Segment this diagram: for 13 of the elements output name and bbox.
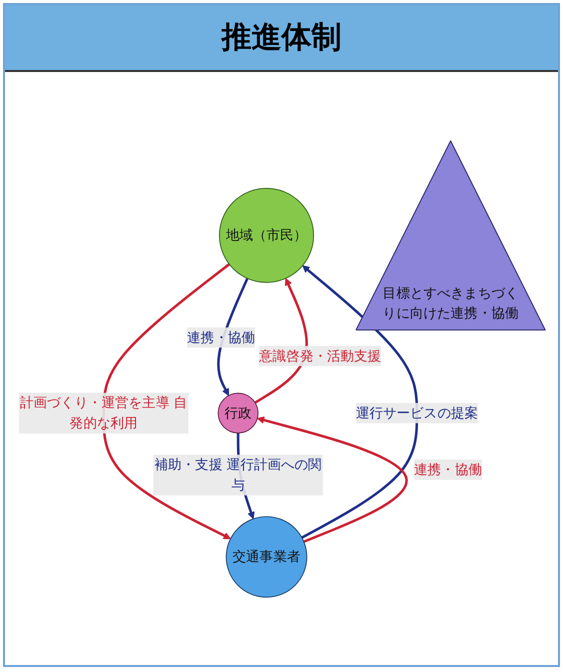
arrow bbox=[300, 264, 418, 538]
edge-label: 計画づくり・運営を主導 自発的な利用 bbox=[20, 394, 187, 430]
arrow bbox=[256, 416, 408, 542]
edge-label: 意識啓発・活動支援 bbox=[258, 347, 381, 364]
arrow bbox=[102, 262, 230, 539]
edge-label: 連携・協働 bbox=[414, 460, 482, 477]
node-circle: 地域（市民） bbox=[218, 187, 314, 282]
edge-label: 連携・協働 bbox=[186, 328, 255, 345]
title-banner: 推進体制 bbox=[5, 5, 558, 72]
node-circle: 行政 bbox=[217, 392, 258, 433]
node-circle: 交通事業者 bbox=[225, 516, 307, 598]
edge-label: 運行サービスの提案 bbox=[355, 404, 478, 420]
edge-label: 補助・支援 運行計画への関与 bbox=[154, 456, 322, 492]
